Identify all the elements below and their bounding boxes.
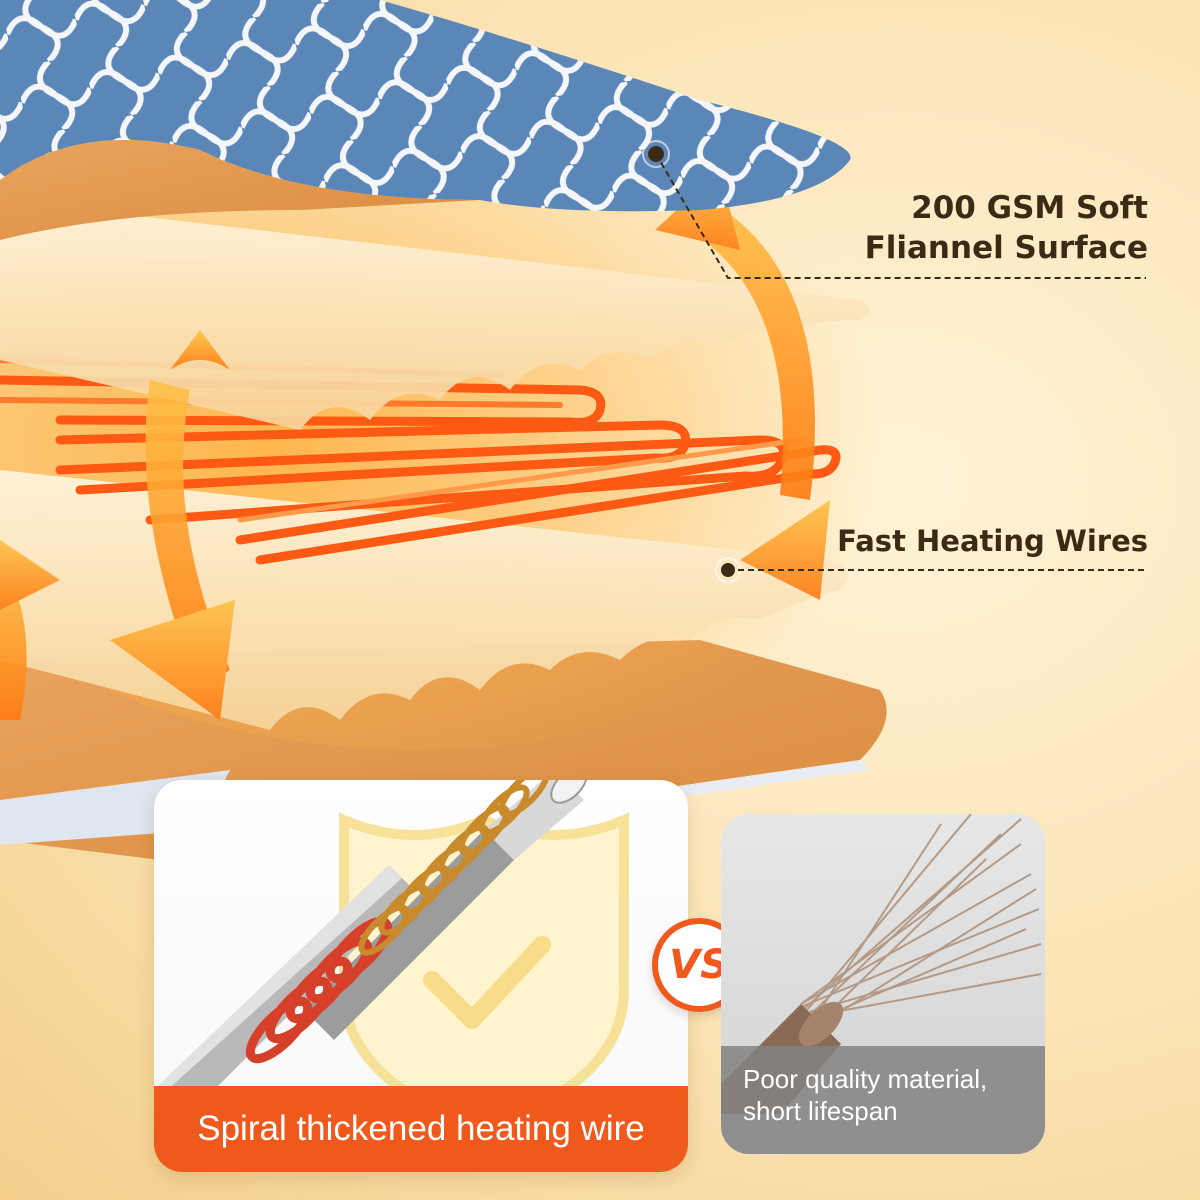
callout-heating-wires: Fast Heating Wires <box>837 523 1148 561</box>
heat-flow-arrows-icon <box>0 170 830 720</box>
shield-check-icon <box>339 812 629 1136</box>
upper-insulation-sheet <box>0 200 870 430</box>
spiral-wire-illustration <box>154 780 629 1136</box>
frayed-wire-strands <box>800 814 1042 1025</box>
callout-leader-flannel <box>642 140 1146 279</box>
red-insulation-coils <box>245 916 393 1064</box>
callout-flannel-line1: 200 GSM Soft <box>911 190 1148 226</box>
callout-flannel-surface: 200 GSM Soft Fliannel Surface <box>865 188 1148 269</box>
spiral-wire-card: Spiral thickened heating wire <box>154 780 688 1172</box>
callout-flannel-line2: Fliannel Surface <box>864 230 1148 267</box>
copper-spiral-coils <box>358 780 550 956</box>
spiral-wire-label: Spiral thickened heating wire <box>154 1086 688 1172</box>
spiral-cable <box>154 780 588 1110</box>
poor-wire-card: Poor quality material, short lifespan <box>721 814 1045 1154</box>
poor-wire-label: Poor quality material, short lifespan <box>721 1046 1045 1154</box>
poor-wire-label-line1: Poor quality material, <box>743 1064 988 1094</box>
callout-wires-label: Fast Heating Wires <box>837 524 1148 558</box>
flannel-top-layer <box>0 0 851 240</box>
poor-wire-label-line2: short lifespan <box>743 1095 898 1126</box>
callout-leader-wires <box>715 557 1146 583</box>
